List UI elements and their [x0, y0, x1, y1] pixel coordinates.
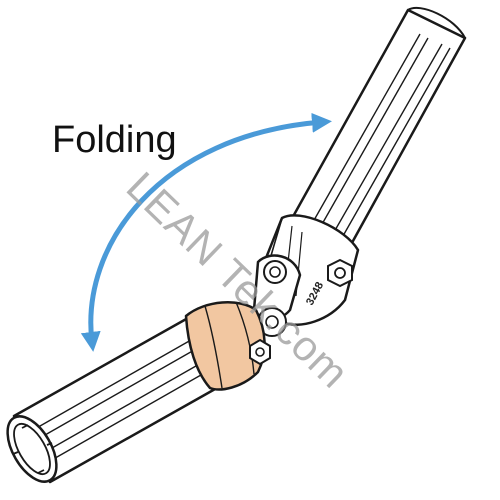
folding-label: Folding — [52, 119, 177, 161]
upper-tube — [288, 7, 467, 252]
hinge-lug — [252, 254, 302, 337]
hex-bolt-icon — [327, 258, 353, 288]
joint-sleeve — [184, 301, 271, 391]
tube-end-opening — [6, 415, 58, 483]
folding-arrow-icon — [80, 112, 332, 352]
